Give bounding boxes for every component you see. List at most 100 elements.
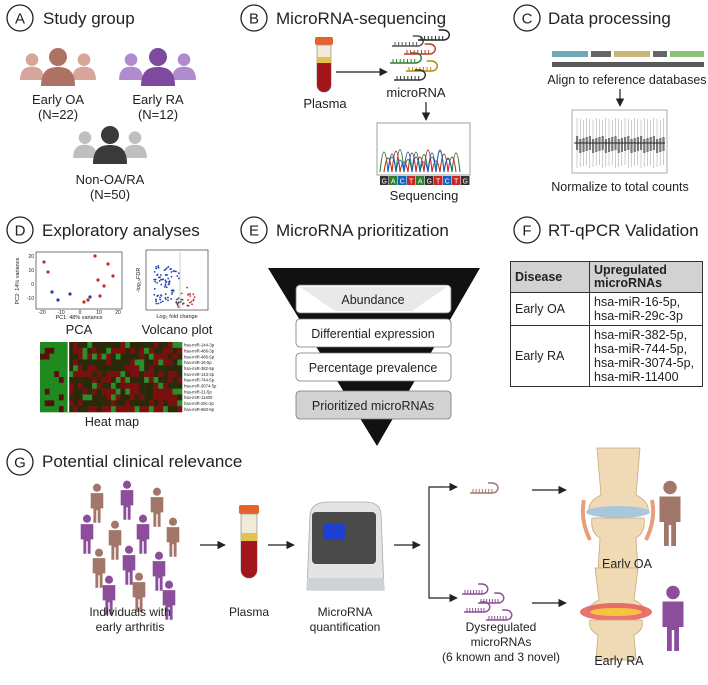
- person-icon: [136, 514, 150, 554]
- disease-cell: Early RA: [510, 325, 590, 387]
- panel-d-letter: D: [15, 223, 26, 240]
- person-icon: [108, 520, 122, 560]
- align-label: Align to reference databases: [547, 73, 706, 87]
- panel-e-title: MicroRNA prioritization: [276, 221, 449, 240]
- pca-y-tick: -10: [27, 296, 34, 302]
- heat-row-label: hsa-miR-16-5p: [184, 360, 212, 365]
- early-oa-group-icon: [20, 48, 96, 86]
- volcano-y-axis-label: -log₁₀FDR: [136, 268, 142, 293]
- panel-b-title: MicroRNA-sequencing: [276, 9, 446, 28]
- pca-x-tick: 0: [79, 310, 82, 316]
- pca-x-tick: 10: [96, 310, 102, 316]
- step-percentage-prevalence: Percentage prevalence: [309, 361, 438, 375]
- panel-e-letter: E: [249, 223, 259, 240]
- sequence-letter: T: [436, 179, 441, 186]
- panel-d-title: Exploratory analyses: [42, 221, 200, 240]
- table-row: Early OA hsa-miR-16-5p, hsa-miR-29c-3p: [510, 292, 703, 326]
- heat-map-row-labels: hsa-miR-144-3phsa-miR-486-3phsa-miR-486-…: [184, 343, 217, 412]
- heat-row-label: hsa-miR-486-3p: [184, 349, 215, 354]
- normalize-label: Normalize to total counts: [551, 180, 689, 194]
- heat-row-label: hsa-miR-29c-3p: [184, 401, 214, 406]
- pca-label: PCA: [66, 322, 93, 337]
- pca-y-axis-label: PC2: 14% variance: [15, 257, 21, 304]
- table-row: Early RA hsa-miR-382-5p, hsa-miR-744-5p,…: [510, 325, 703, 387]
- panel-b-letter-circle: [240, 4, 268, 32]
- volcano-label: Volcano plot: [142, 322, 213, 337]
- prioritization-funnel: [268, 268, 480, 446]
- col-disease-header: Disease: [510, 261, 590, 293]
- heat-row-label: hsa-miR-3074-5p: [184, 384, 217, 389]
- disease-cell: Early OA: [510, 292, 590, 326]
- dysreg-label-3: (6 known and 3 novel): [442, 650, 560, 664]
- pca-x-axis-label: PC1: 48% variance: [55, 315, 102, 321]
- panel-b-letter: B: [249, 11, 259, 28]
- pca-x-tick: -10: [57, 310, 64, 316]
- plasma-label: Plasma: [303, 96, 347, 111]
- plasma-label-g: Plasma: [229, 605, 269, 619]
- mirna-item: hsa-miR-11400: [594, 370, 679, 384]
- non-oa-ra-group-icon: [73, 126, 147, 164]
- qpcr-machine-icon: [306, 501, 385, 591]
- panel-g-letter-circle: [6, 448, 34, 476]
- early-ra-group-icon: [119, 48, 196, 86]
- mirna-item: hsa-miR-744-5p,: [594, 342, 688, 356]
- panel-d-letter-circle: [6, 216, 34, 244]
- early-oa-outcome-label: Early OA: [602, 557, 653, 571]
- heat-map: [40, 342, 183, 413]
- early-oa-n: (N=22): [38, 107, 78, 122]
- sequencing-label: Sequencing: [390, 188, 459, 203]
- mirna-item: hsa-miR-16-5p,: [594, 295, 681, 309]
- individuals-crowd-icon: [80, 480, 180, 620]
- panel-f-title: RT-qPCR Validation: [548, 221, 699, 240]
- mirna-cell: hsa-miR-382-5p, hsa-miR-744-5p, hsa-miR-…: [589, 325, 703, 387]
- plasma-tube-icon-g: [239, 505, 259, 579]
- individuals-label-1: Individuals with: [89, 605, 170, 619]
- sequence-letter: G: [462, 179, 467, 186]
- chromatogram-icon: [376, 122, 471, 176]
- panel-g-letter: G: [14, 455, 26, 472]
- read-alignment-icon: [552, 51, 704, 67]
- person-icon: [152, 551, 166, 591]
- pca-x-tick: -20: [38, 310, 45, 316]
- person-icon: [80, 514, 94, 554]
- heat-row-label: hsa-miR-143-3p: [184, 372, 215, 377]
- panel-a-letter: A: [15, 11, 25, 28]
- validation-table: Disease Upregulated microRNAs Early OA h…: [510, 261, 703, 387]
- person-icon: [120, 480, 134, 520]
- pca-y-tick: 0: [31, 282, 34, 288]
- early-oa-label: Early OA: [32, 92, 84, 107]
- heat-row-label: hsa-miR-21-5p: [184, 389, 212, 394]
- mirna-item: hsa-miR-382-5p,: [594, 328, 688, 342]
- table-header-row: Disease Upregulated microRNAs: [510, 261, 703, 293]
- sequence-letter: G: [381, 179, 386, 186]
- sequence-letter: G: [426, 179, 431, 186]
- heat-row-label: hsa-miR-11400: [184, 395, 213, 400]
- heat-row-label: hsa-miR-744-5p: [184, 378, 215, 383]
- heat-row-label: hsa-miR-144-3p: [184, 343, 215, 348]
- non-oa-ra-n: (N=50): [90, 187, 130, 202]
- dysreg-label-2: microRNAs: [471, 635, 532, 649]
- pca-x-tick: 20: [115, 310, 121, 316]
- heat-row-label: hsa-miR-382-5p: [184, 366, 215, 371]
- volcano-x-axis-label: Log₂ fold change: [156, 314, 197, 320]
- step-differential-expression: Differential expression: [311, 327, 434, 341]
- sequence-letter: C: [445, 179, 450, 186]
- panel-f-letter-circle: [513, 216, 541, 244]
- sequence-letter: C: [400, 179, 405, 186]
- person-icon: [92, 548, 106, 588]
- oa-patient-icon: [659, 480, 681, 546]
- volcano-plot: Log₂ fold change -log₁₀FDR: [136, 249, 209, 320]
- early-ra-n: (N=12): [138, 107, 178, 122]
- ra-knee-joint-icon: [580, 567, 652, 661]
- individuals-label-2: early arthritis: [96, 620, 165, 634]
- sequence-letter: A: [418, 179, 423, 186]
- sequence-letter: T: [454, 179, 459, 186]
- quant-label-1: MicroRNA: [318, 605, 373, 619]
- step-abundance: Abundance: [341, 293, 404, 307]
- early-ra-outcome-label: Early RA: [594, 654, 644, 668]
- normalized-boxplot: [571, 109, 668, 174]
- microrna-strands-icon: [390, 29, 450, 81]
